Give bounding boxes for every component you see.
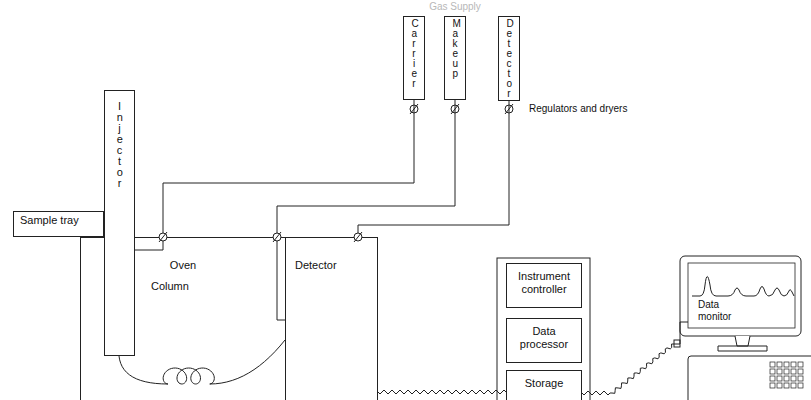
detector-box: Detector xyxy=(285,237,378,400)
node-label: Data monitor xyxy=(698,299,744,322)
key xyxy=(784,369,789,374)
key xyxy=(770,383,775,388)
gas-line xyxy=(135,100,414,250)
key xyxy=(791,369,796,374)
key xyxy=(791,376,796,381)
gas-line xyxy=(277,100,455,320)
monitor-frame xyxy=(680,256,801,336)
key xyxy=(784,383,789,388)
node-label: Detector xyxy=(507,19,512,99)
monitor-stand xyxy=(718,336,767,351)
key xyxy=(777,369,782,374)
controller-box: Instrument controller xyxy=(506,263,582,308)
key xyxy=(777,383,782,388)
chromatogram-trace xyxy=(692,277,794,297)
node-label: Makeup xyxy=(453,19,458,79)
column-tube xyxy=(119,340,285,384)
key xyxy=(798,383,803,388)
node-label: Storage xyxy=(509,377,579,390)
node-label: Sample tray xyxy=(20,214,101,227)
key xyxy=(798,376,803,381)
key xyxy=(798,362,803,367)
processor-box: Data processor xyxy=(506,318,582,363)
electronics-rack xyxy=(497,258,590,400)
key xyxy=(798,369,803,374)
key xyxy=(770,362,775,367)
column-label: Column xyxy=(150,280,190,293)
sample-tray: Sample tray xyxy=(13,211,104,237)
keyboard-keys xyxy=(770,362,803,388)
key xyxy=(791,362,796,367)
key xyxy=(770,369,775,374)
key xyxy=(777,376,782,381)
key xyxy=(777,362,782,367)
gas-line xyxy=(358,101,509,237)
key xyxy=(784,376,789,381)
regulator-label: Regulators and dryers xyxy=(529,103,627,115)
keyboard xyxy=(688,356,811,400)
node-label: Injector xyxy=(117,101,123,189)
key xyxy=(770,376,775,381)
key xyxy=(784,362,789,367)
signal-cable xyxy=(378,390,506,394)
node-label: Data processor xyxy=(509,325,579,350)
node-label: Instrument controller xyxy=(509,270,579,295)
injector-box: Injector xyxy=(104,90,135,356)
gas-cylinder: Makeup xyxy=(444,16,466,100)
node-label: Carrier xyxy=(412,19,417,89)
monitor-screen xyxy=(688,263,795,328)
node-label: Detector xyxy=(295,259,375,272)
key xyxy=(791,383,796,388)
signal-cable xyxy=(582,322,688,395)
gas-cylinder: Detector xyxy=(498,16,520,101)
gas-supply-heading: Gas Supply xyxy=(429,1,481,13)
data-monitor: Data monitor xyxy=(688,263,795,328)
gas-cylinder: Carrier xyxy=(403,16,425,100)
storage-box: Storage xyxy=(506,370,582,400)
